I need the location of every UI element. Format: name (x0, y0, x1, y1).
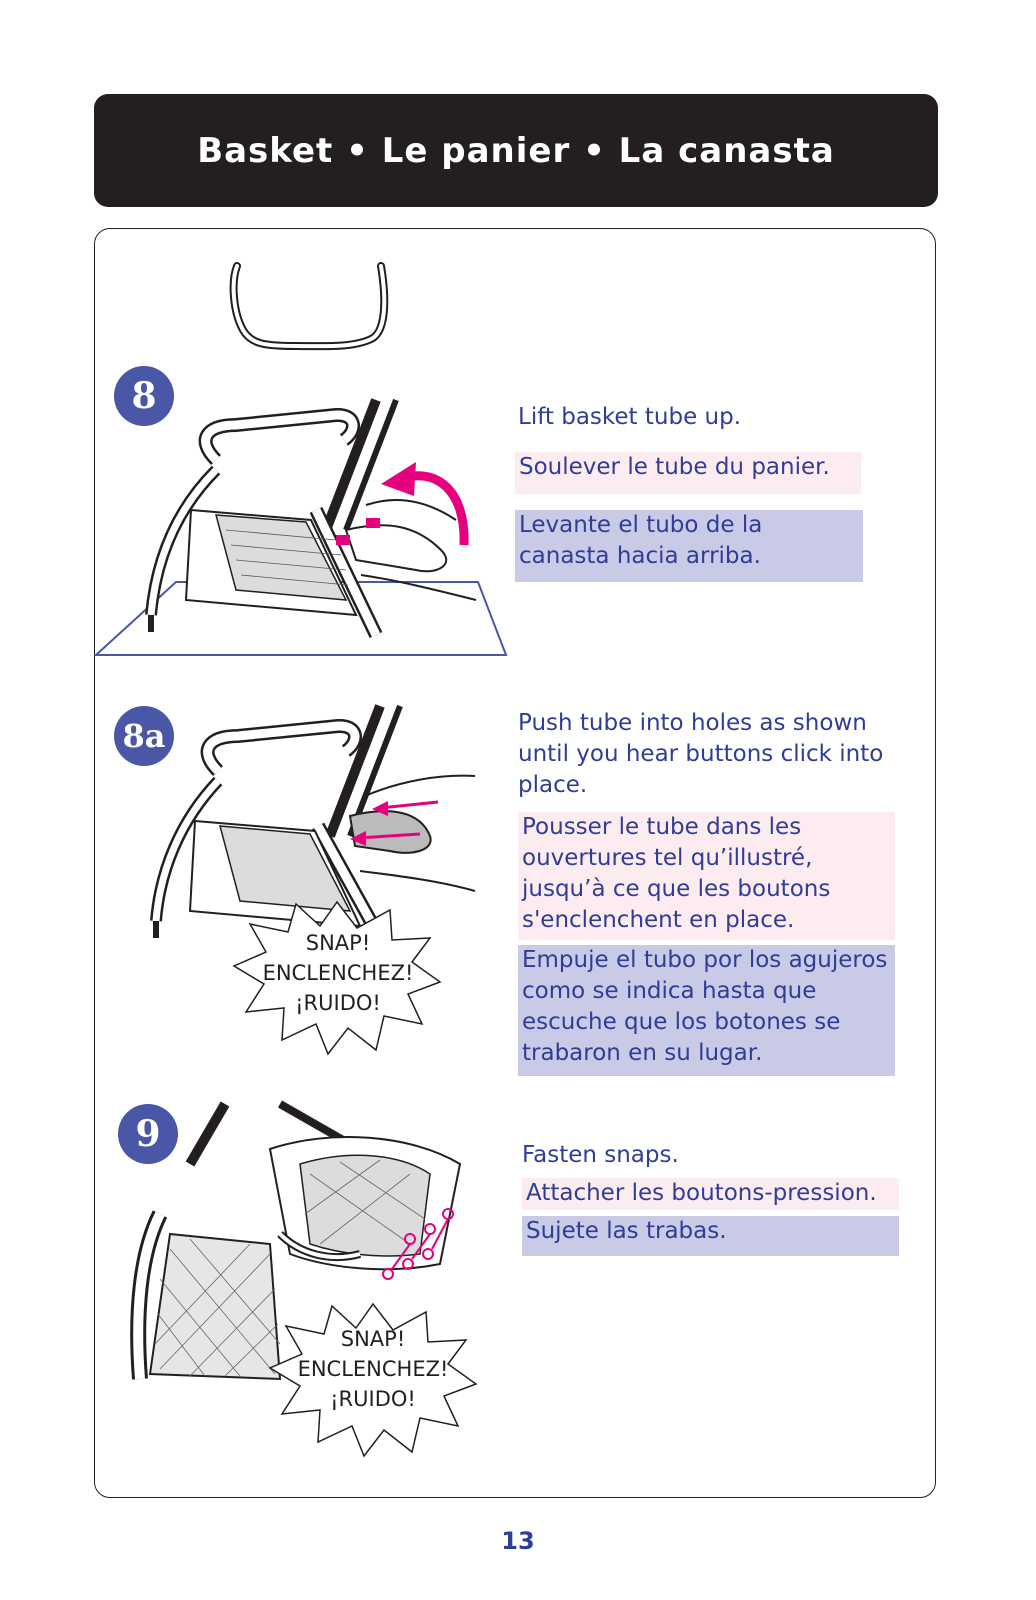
step-9-en: Fasten snaps. (522, 1142, 679, 1168)
snap-burst-8a (232, 900, 442, 1056)
step-9-illustration (130, 1100, 462, 1381)
step-8a-illustration (150, 704, 476, 942)
step-badge-9: 9 (118, 1104, 178, 1164)
instructions-panel (94, 228, 936, 1498)
step-8-en: Lift basket tube up. (518, 404, 742, 430)
snap-burst-8a-text: SNAP! ENCLENCHEZ! ¡RUIDO! (248, 928, 428, 1018)
step-badge-label: 8a (122, 717, 166, 755)
step-8-es: Levante el tubo de la canasta hacia arri… (515, 510, 863, 582)
section-title: Basket • Le panier • La canasta (197, 130, 835, 171)
step-9-es: Sujete las trabas. (522, 1216, 899, 1256)
burst-line-ruido: ¡RUIDO! (330, 1387, 416, 1411)
burst-line-snap: SNAP! (305, 931, 371, 955)
step-badge-label: 8 (131, 375, 157, 417)
step-8-fr: Soulever le tube du panier. (515, 452, 861, 494)
step-badge-8a: 8a (114, 706, 174, 766)
step-badge-label: 9 (135, 1113, 161, 1155)
step-badge-8: 8 (114, 366, 174, 426)
step-8-illustration (93, 398, 508, 656)
burst-line-ruido: ¡RUIDO! (295, 991, 381, 1015)
burst-line-enclenchez: ENCLENCHEZ! (262, 961, 414, 985)
snap-burst-9-text: SNAP! ENCLENCHEZ! ¡RUIDO! (283, 1324, 463, 1414)
step-8a-fr: Pousser le tube dans les ouvertures tel … (518, 812, 895, 940)
section-header: Basket • Le panier • La canasta (94, 94, 938, 207)
basket-tube-illustration (229, 262, 389, 351)
page-number: 13 (501, 1527, 535, 1555)
burst-line-enclenchez: ENCLENCHEZ! (297, 1357, 449, 1381)
step-8a-es: Empuje el tubo por los agujeros como se … (518, 945, 895, 1076)
step-8a-en: Push tube into holes as shown until you … (518, 710, 884, 798)
burst-line-snap: SNAP! (340, 1327, 406, 1351)
snap-burst-9 (268, 1302, 478, 1458)
step-9-fr: Attacher les boutons-pression. (522, 1178, 899, 1210)
